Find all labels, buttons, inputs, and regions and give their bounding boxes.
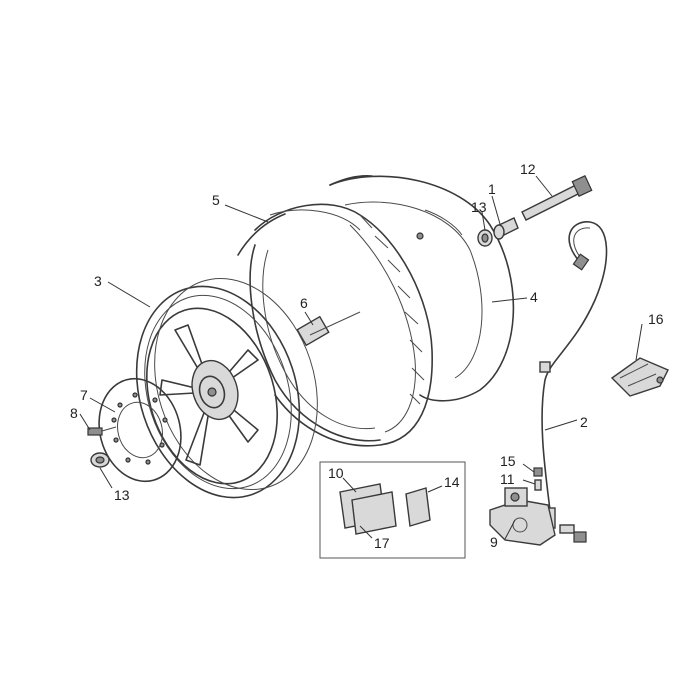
callout-10: 10: [328, 465, 344, 481]
brake-disc: [98, 377, 182, 483]
brake-hose: [539, 221, 608, 529]
axle-bushing: [493, 217, 519, 240]
leader-lines: [79, 175, 643, 540]
hose-clamp: [610, 357, 669, 397]
callout-13-right: 13: [471, 199, 487, 215]
callout-3: 3: [94, 273, 102, 289]
callout-13-left: 13: [114, 487, 130, 503]
callout-labels: 1 2 3 4 5 6 7 8 9 10 11 12 13 13 14 15 1…: [70, 161, 664, 551]
brake-pads-inset: [319, 461, 466, 559]
tire-outline: [329, 175, 515, 402]
valve-hole: [416, 232, 424, 240]
disc-bolt: [87, 426, 117, 436]
callout-1: 1: [488, 181, 496, 197]
wheel-rim: [135, 277, 318, 499]
callout-15: 15: [500, 453, 516, 469]
callout-2: 2: [580, 414, 588, 430]
axle-spacer: [296, 311, 361, 347]
callout-14: 14: [444, 474, 460, 490]
callout-7: 7: [80, 387, 88, 403]
callout-17: 17: [374, 535, 390, 551]
tire-tread: [237, 203, 433, 447]
callout-8: 8: [70, 405, 78, 421]
callout-9: 9: [490, 534, 498, 550]
bearing-left: [90, 452, 110, 468]
callout-12: 12: [520, 161, 536, 177]
wheel-axle: [521, 174, 593, 221]
bearing-right: [477, 229, 493, 247]
callout-5: 5: [212, 192, 220, 208]
callout-11: 11: [500, 471, 515, 487]
callout-16: 16: [648, 311, 664, 327]
brake-caliper: [489, 487, 587, 546]
callout-6: 6: [300, 295, 308, 311]
bleeder-valve: [533, 467, 543, 491]
callout-4: 4: [530, 289, 538, 305]
